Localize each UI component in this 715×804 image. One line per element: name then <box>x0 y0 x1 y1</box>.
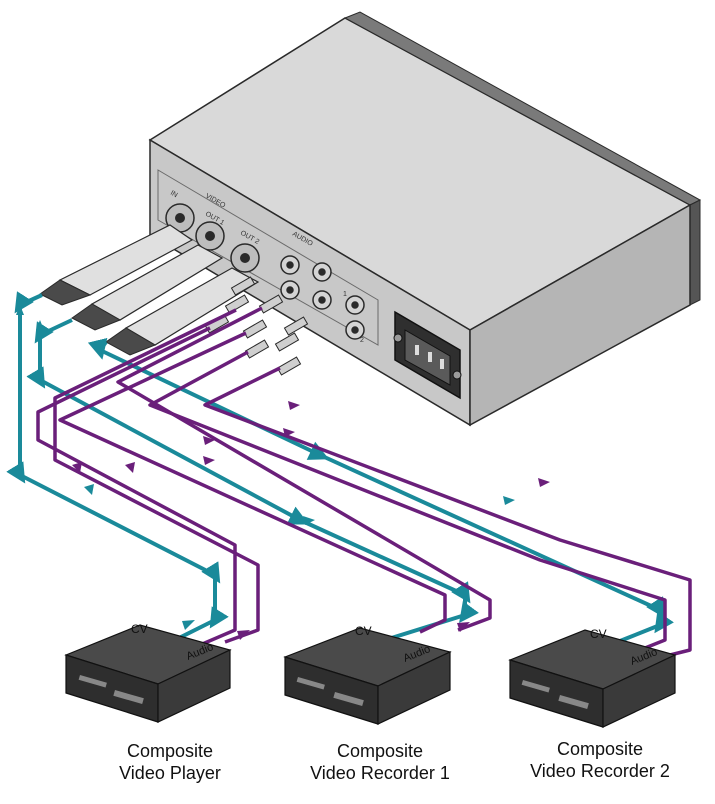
caption-video-recorder-1-line1: Composite <box>336 741 424 761</box>
caption-video-recorder-1: Composite Video Recorder 1 <box>280 740 480 784</box>
audio-cable-player-r <box>53 308 260 644</box>
arrow-cv-player-out <box>182 620 195 630</box>
bnc-connector-in <box>165 203 195 233</box>
arrow-audio-rec1-2 <box>203 456 215 465</box>
arrow-audio-player <box>72 462 82 473</box>
cv-cables <box>6 291 674 647</box>
signal-arrows <box>16 305 550 640</box>
player-cv-label: CV <box>131 622 148 636</box>
audio-out2-label: 2 <box>360 337 364 344</box>
audio-cable-rec2-r <box>203 366 692 662</box>
distribution-amplifier-chassis: VIDEO IN OUT 1 OUT 2 AUDIO IN 1 2 <box>148 11 702 427</box>
audio-cable-rec2-l <box>148 350 667 654</box>
recorder1-cv-label: CV <box>355 624 372 638</box>
arrow-cv-rec1 <box>303 516 315 525</box>
audio-out1-label: 1 <box>343 291 347 298</box>
caption-video-player-line1: Composite <box>126 741 214 761</box>
chassis-right-side <box>689 199 701 306</box>
arrow-audio-rec1 <box>203 436 215 445</box>
arrow-audio-rec1-out <box>457 622 470 632</box>
cv-cable-recorder2 <box>87 337 674 647</box>
audio-cable-rec1-l <box>58 331 447 634</box>
caption-video-player-line2: Video Player <box>119 763 221 783</box>
device-video-recorder-1: CV Audio <box>283 624 452 725</box>
caption-video-recorder-1-line2: Video Recorder 1 <box>310 763 450 783</box>
arrow-audio-player-out <box>237 630 250 640</box>
arrow-audio-rec2-3 <box>538 478 550 487</box>
arrow-cv-rec1-in <box>36 320 44 330</box>
device-video-recorder-2: CV Audio <box>508 627 677 728</box>
arrow-cv-player-up <box>16 305 24 315</box>
recorder2-cv-label: CV <box>590 627 607 641</box>
arrow-audio-rec2-2 <box>283 428 295 437</box>
arrow-audio-rec2 <box>288 401 300 410</box>
caption-video-recorder-2-line1: Composite <box>556 739 644 759</box>
caption-video-recorder-2: Composite Video Recorder 2 <box>500 738 700 782</box>
arrow-cv-rec2 <box>503 496 515 505</box>
audio-cable-rec1-r <box>116 306 492 632</box>
device-video-player: CV Audio <box>64 622 232 723</box>
arrow-cv-player <box>84 484 94 495</box>
bnc-connector-out1 <box>195 221 225 251</box>
audio-cables <box>36 306 692 662</box>
caption-video-player: Composite Video Player <box>85 740 255 784</box>
caption-video-recorder-2-line2: Video Recorder 2 <box>530 761 670 781</box>
audio-cable-player-l <box>36 326 237 647</box>
in-label: IN <box>169 190 179 200</box>
arrow-audio-player-2 <box>125 462 135 473</box>
bnc-connector-out2 <box>230 243 260 273</box>
